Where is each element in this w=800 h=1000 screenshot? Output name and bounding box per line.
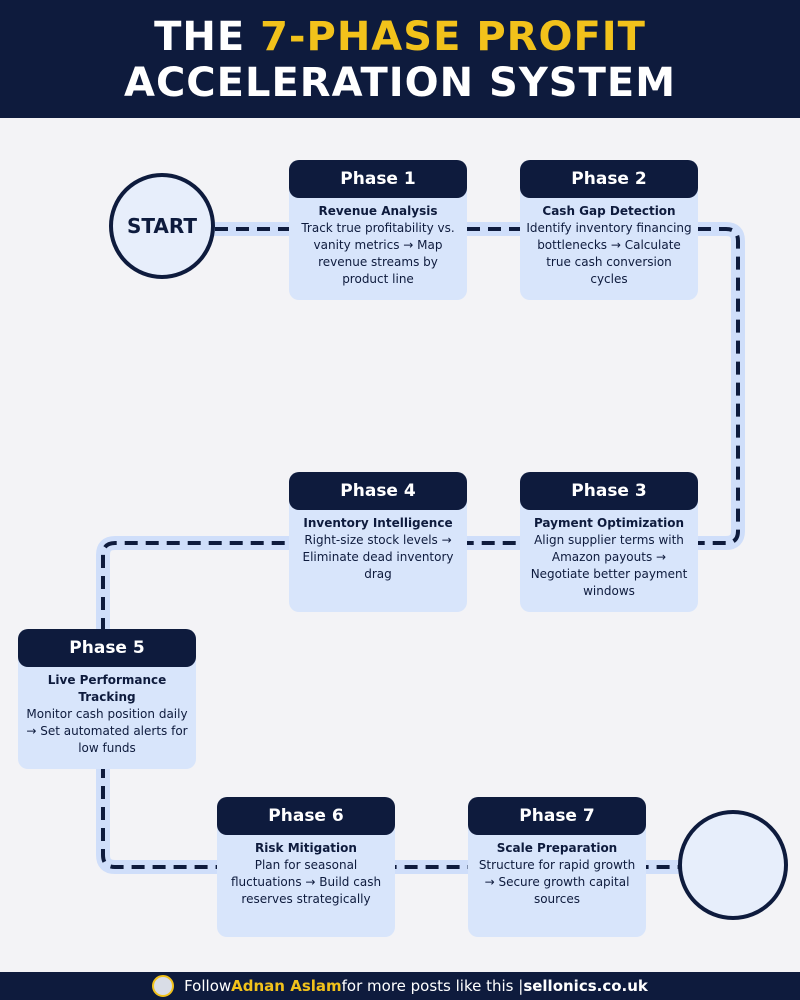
phase-title: Phase 6 — [217, 797, 395, 835]
phase-description: Monitor cash position daily → Set automa… — [26, 707, 188, 755]
phase-description: Track true profitability vs. vanity metr… — [301, 221, 455, 286]
start-node: START — [109, 173, 215, 279]
phase-title: Phase 2 — [520, 160, 698, 198]
footer-bar: Follow Adnan Aslam for more posts like t… — [0, 972, 800, 1000]
phase-description: Plan for seasonal fluctuations → Build c… — [230, 858, 382, 906]
website-link[interactable]: sellonics.co.uk — [523, 977, 648, 995]
phase-description: Align supplier terms with Amazon payouts… — [530, 533, 688, 598]
phase-subtitle: Risk Mitigation — [255, 841, 357, 855]
phase-title: Phase 4 — [289, 472, 467, 510]
title-line-1: THE 7-PHASE PROFIT — [154, 14, 646, 60]
title-highlight: 7-PHASE PROFIT — [260, 14, 646, 60]
phase-subtitle: Payment Optimization — [533, 516, 685, 530]
header-banner: THE 7-PHASE PROFIT ACCELERATION SYSTEM — [0, 0, 800, 118]
avatar — [152, 975, 175, 997]
phase-description: Identify inventory financing bottlenecks… — [526, 221, 692, 286]
end-node — [678, 810, 788, 920]
phase-subtitle: Live Performance Tracking — [47, 673, 167, 704]
title-line-2: ACCELERATION SYSTEM — [123, 60, 677, 106]
phase-description: Right-size stock levels → Eliminate dead… — [302, 533, 454, 581]
author-name: Adnan Aslam — [231, 977, 342, 995]
phase-subtitle: Inventory Intelligence — [303, 516, 453, 530]
phase-description: Structure for rapid growth → Secure grow… — [478, 858, 636, 906]
phase-subtitle: Cash Gap Detection — [542, 204, 676, 218]
phase-title: Phase 7 — [468, 797, 646, 835]
phase-title: Phase 3 — [520, 472, 698, 510]
phase-subtitle: Revenue Analysis — [318, 204, 438, 218]
phase-title: Phase 5 — [18, 629, 196, 667]
phase-title: Phase 1 — [289, 160, 467, 198]
phase-subtitle: Scale Preparation — [496, 841, 618, 855]
